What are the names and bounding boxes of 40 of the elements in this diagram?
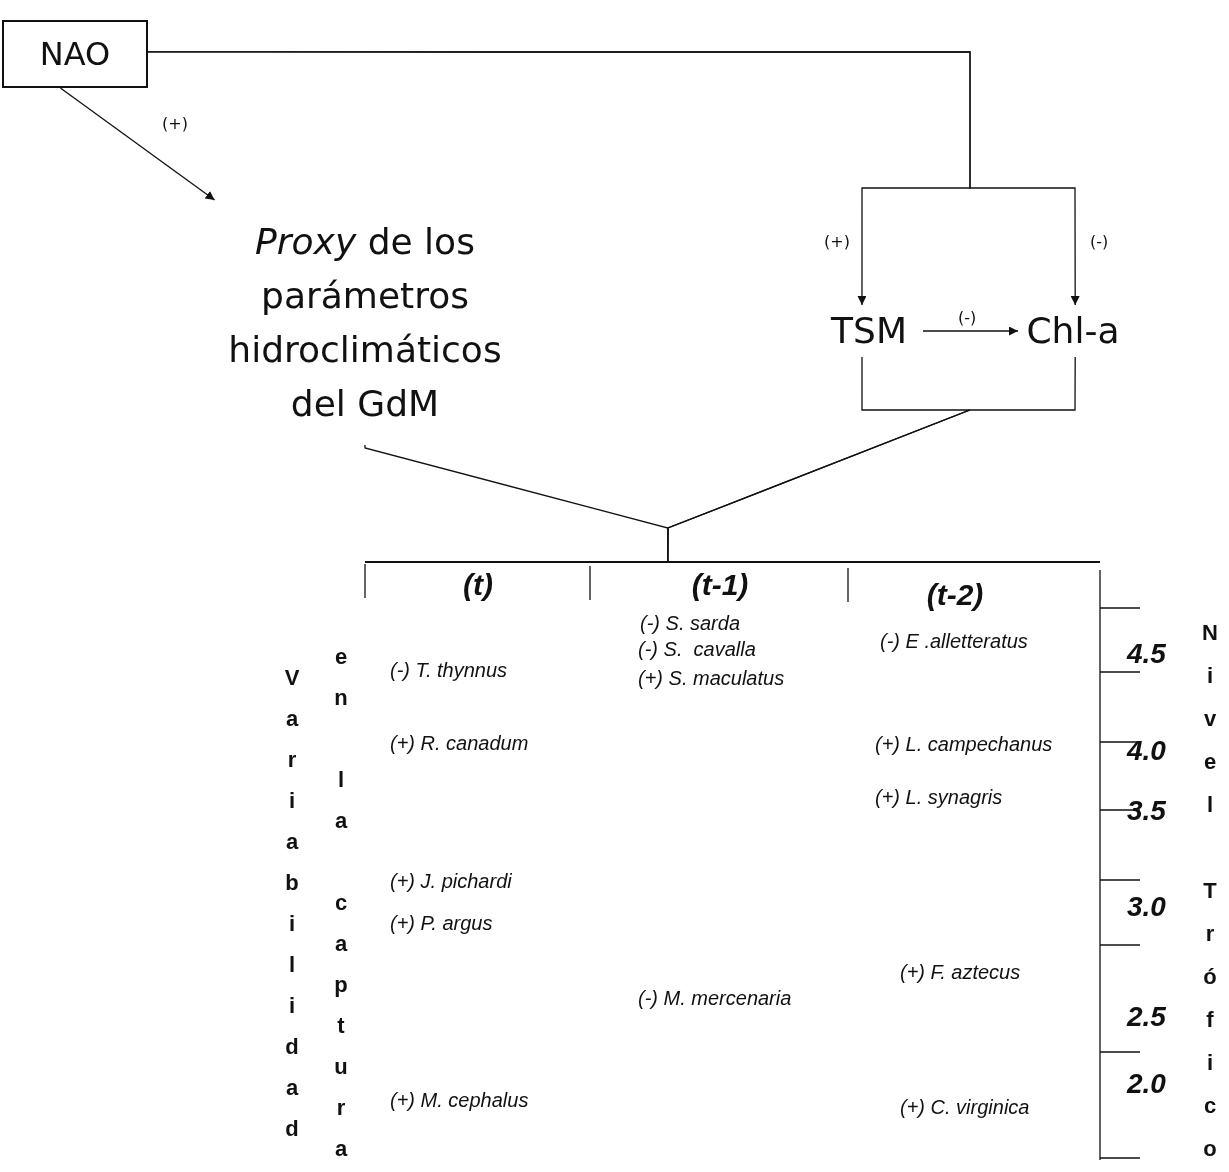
- vertical-axis-label: Variabilidad: [283, 664, 301, 1143]
- trophic-level-value: 3.0: [1127, 891, 1166, 923]
- species-label: (+) F. aztecus: [900, 961, 1021, 984]
- species-label: (+) J. pichardi: [390, 870, 512, 893]
- vertical-axis-label: la: [333, 766, 349, 835]
- arrow: [59, 87, 216, 201]
- vertical-axis-label: en: [333, 643, 349, 712]
- vertical-axis-label: Nivel: [1201, 619, 1219, 819]
- vertical-axis-label: Trófico: [1202, 877, 1218, 1163]
- column-header: (t-2): [926, 578, 984, 612]
- species-label: (+) L. synagris: [875, 786, 1003, 809]
- species-label: (-) S. cavalla: [638, 638, 756, 661]
- process-box: [2, 20, 148, 88]
- trophic-level-value: 4.5: [1127, 638, 1166, 670]
- trophic-level-value: 4.0: [1127, 735, 1166, 767]
- trophic-level-value: 2.0: [1127, 1068, 1166, 1100]
- node-text: Proxy de los parámetros hidroclimáticos del GdM: [227, 219, 503, 426]
- connector-line: [667, 356, 1076, 562]
- species-label: (+) M. cephalus: [390, 1089, 529, 1112]
- node-label: Chl-a: [1026, 309, 1120, 353]
- trophic-level-value: 2.5: [1127, 1001, 1166, 1033]
- node-label: NAO: [39, 34, 111, 75]
- column-header: (t): [463, 568, 493, 602]
- species-label: (-) T. thynnus: [390, 659, 508, 682]
- column-header: (t-1): [691, 568, 749, 602]
- species-label: (-) E .alletteratus: [880, 630, 1028, 653]
- arrow: [922, 326, 1019, 336]
- edge-label: (+): [160, 114, 190, 133]
- node-label: TSM: [831, 309, 907, 353]
- species-label: (-) M. mercenaria: [638, 987, 792, 1010]
- vertical-axis-label: captura: [333, 889, 349, 1163]
- trophic-level-value: 3.5: [1127, 795, 1166, 827]
- species-label: (+) R. canadum: [390, 732, 529, 755]
- species-label: (+) L. campechanus: [875, 733, 1053, 756]
- species-label: (+) C. virginica: [900, 1096, 1030, 1119]
- bar-line: [365, 561, 1100, 563]
- species-label: (-) S. sarda: [640, 612, 741, 635]
- edge-label: (+): [822, 232, 852, 251]
- species-label: (+) P. argus: [390, 912, 493, 935]
- species-label: (+) S. maculatus: [638, 667, 785, 690]
